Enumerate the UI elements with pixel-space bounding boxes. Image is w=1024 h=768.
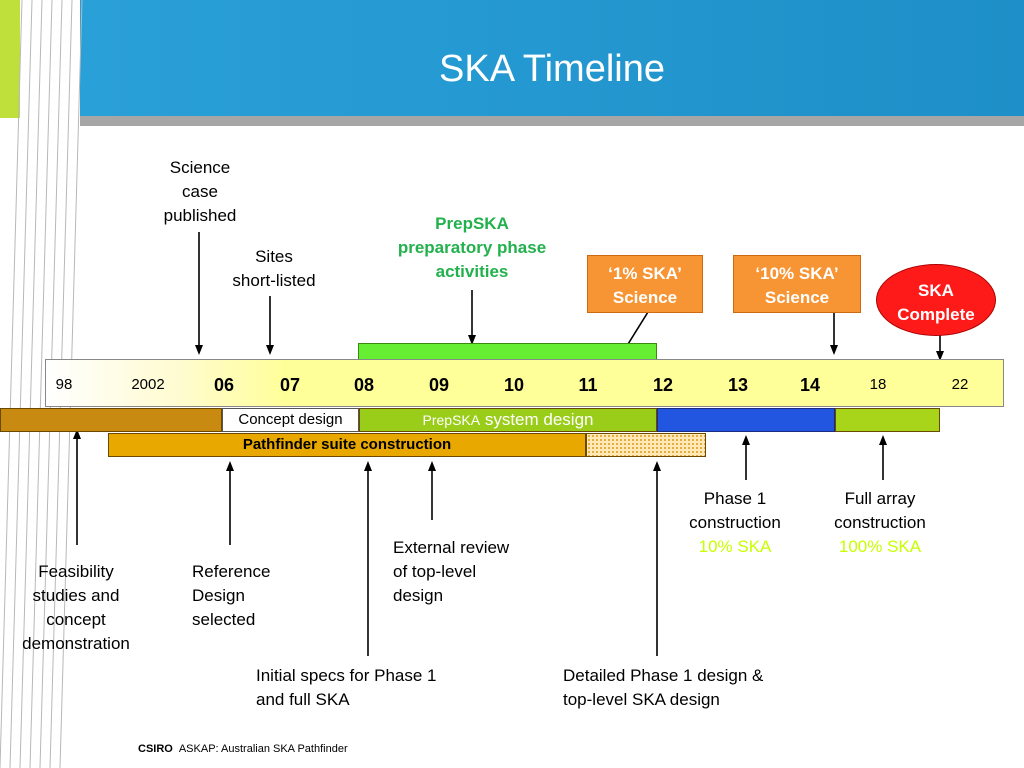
year-label: 07: [279, 375, 301, 395]
year-label: 10: [503, 375, 525, 395]
footer-org: CSIRO: [138, 743, 173, 755]
page-title: SKA Timeline: [439, 48, 665, 90]
year-label: 08: [353, 375, 375, 395]
year-label: 06: [213, 375, 235, 395]
feasibility-bar: [0, 408, 222, 432]
one-pct-science-box: ‘1% SKA’Science: [587, 255, 703, 313]
pathfinder-extension-bar: [586, 433, 706, 457]
prepska-prefix: PrepSKA: [422, 412, 481, 428]
year-label: 2002: [131, 376, 165, 393]
year-band: [45, 359, 1004, 407]
footer-text: ASKAP: Australian SKA Pathfinder: [178, 743, 348, 755]
full-array-construction-bar: [835, 408, 940, 432]
prepska-suffix: system design: [480, 410, 594, 429]
year-label: 11: [578, 375, 598, 395]
footer: CSIRO ASKAP: Australian SKA Pathfinder: [138, 743, 348, 755]
year-label: 98: [55, 376, 73, 393]
pathfinder-bar: Pathfinder suite construction: [108, 433, 586, 457]
label-detailed-design: Detailed Phase 1 design &top-level SKA d…: [563, 666, 764, 709]
year-label: 18: [869, 376, 887, 393]
prepska-system-design-bar: PrepSKA system design: [359, 408, 657, 432]
year-label: 22: [951, 376, 969, 393]
year-label: 12: [652, 375, 674, 395]
ten-pct-science-box: ‘10% SKA’Science: [733, 255, 861, 313]
prepska-activities-bar: [358, 343, 657, 360]
concept-design-bar: Concept design: [222, 408, 359, 432]
year-label: 13: [727, 375, 749, 395]
year-label: 09: [428, 375, 450, 395]
header-divider: [80, 116, 1024, 126]
header-band: [0, 0, 1024, 118]
year-label: 14: [799, 375, 821, 395]
phase1-construction-bar: [657, 408, 835, 432]
